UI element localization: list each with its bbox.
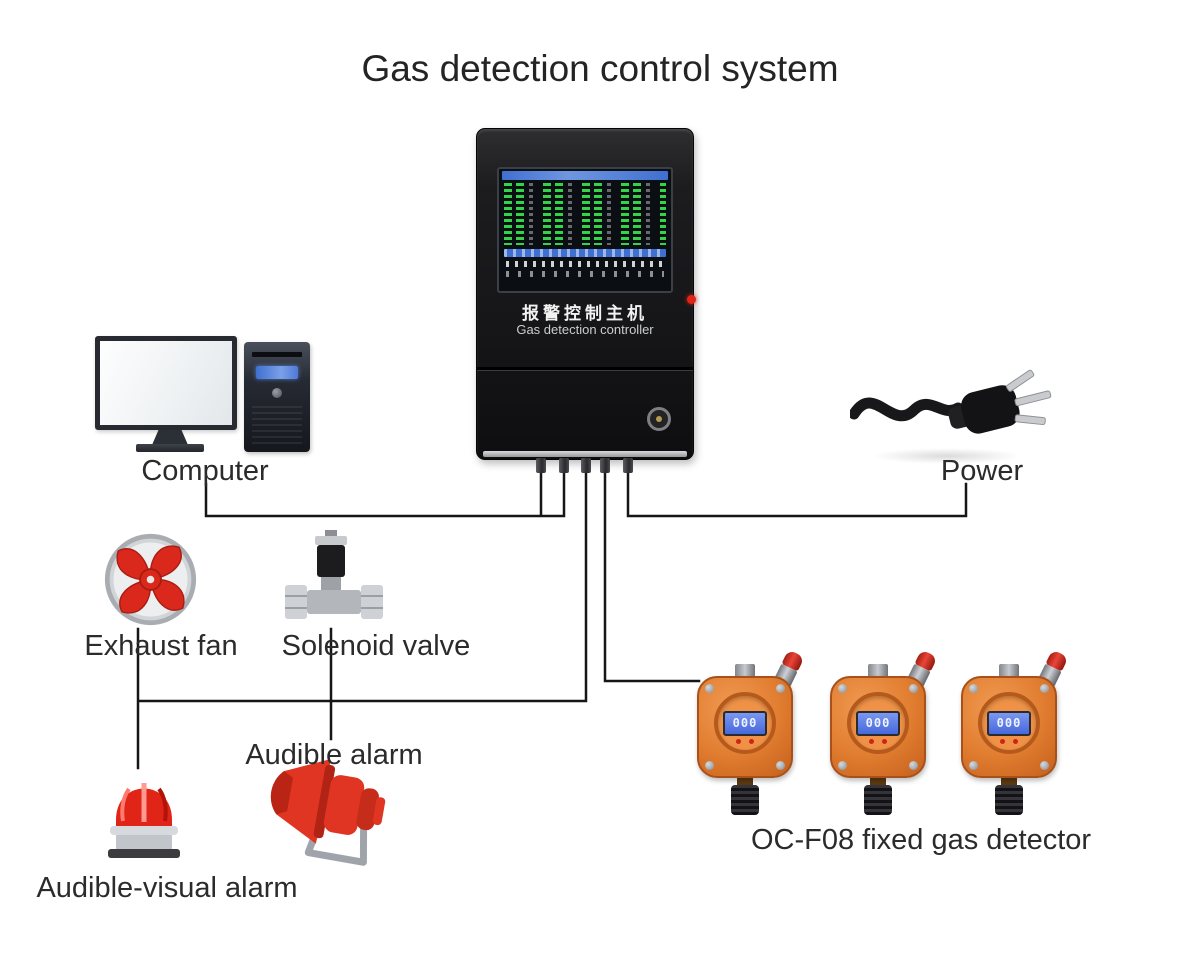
computer-label: Computer (141, 455, 269, 487)
screw-icon (969, 684, 978, 693)
detector-sensor-head (731, 785, 759, 815)
tower-power-button (272, 388, 282, 398)
detector-neck (870, 778, 886, 786)
screw-icon (776, 684, 785, 693)
detector-led (1013, 739, 1018, 744)
beacon-light-icon (108, 783, 180, 858)
detector-body: 000 (697, 676, 793, 778)
detector-led (736, 739, 741, 744)
audible-visual-alarm-label: Audible-visual alarm (36, 872, 298, 904)
screen-indicator-row (506, 271, 664, 277)
detector-lcd: 000 (987, 710, 1031, 736)
power-label: Power (940, 455, 1024, 487)
controller-screen (497, 167, 673, 293)
computer-tower (244, 342, 310, 452)
detector-led (749, 739, 754, 744)
gas-detector-1: 000 (697, 649, 805, 820)
detector-led (882, 739, 887, 744)
detector-conduit-fitting (868, 664, 888, 678)
tower-drive-slot (252, 352, 302, 357)
diagram-title: Gas detection control system (361, 48, 839, 89)
controller-door-seam (477, 367, 693, 371)
detector-face: 000 (714, 692, 776, 754)
screw-icon (1040, 761, 1049, 770)
screw-icon (969, 761, 978, 770)
controller-name-en: Gas detection controller (516, 322, 654, 337)
wire-detectors (603, 459, 701, 683)
audible-alarm-label: Audible alarm (245, 739, 423, 771)
wire-power (626, 459, 968, 518)
screen-header-bar (502, 171, 668, 180)
screen-level-bars (504, 183, 666, 245)
screw-icon (776, 761, 785, 770)
detector-led (869, 739, 874, 744)
detector-lcd: 000 (723, 710, 767, 736)
screen-status-strip (504, 249, 666, 257)
detector-led (1000, 739, 1005, 744)
controller-base-plate (483, 451, 687, 457)
computer-monitor (95, 336, 237, 430)
controller-cable-gland (559, 458, 569, 473)
gas-detector-2: 000 (830, 649, 938, 820)
detector-neck (737, 778, 753, 786)
screw-icon (838, 761, 847, 770)
controller-cable-gland (536, 458, 546, 473)
detector-sensor-head (864, 785, 892, 815)
monitor-stand (152, 430, 188, 445)
solenoid-valve-icon (285, 530, 383, 619)
horn-speaker-icon (270, 760, 386, 866)
tower-vents (252, 406, 302, 444)
detector-neck (1001, 778, 1017, 786)
controller-cable-gland (581, 458, 591, 473)
controller-cable-gland (600, 458, 610, 473)
detector-conduit-fitting (735, 664, 755, 678)
screw-icon (909, 684, 918, 693)
controller-alarm-led (687, 295, 696, 304)
screw-icon (1040, 684, 1049, 693)
screw-icon (838, 684, 847, 693)
screen-indicator-row (506, 261, 664, 267)
screw-icon (705, 761, 714, 770)
solenoid-valve-label: Solenoid valve (281, 630, 471, 662)
exhaust-fan-label: Exhaust fan (84, 630, 238, 662)
detector-body: 000 (961, 676, 1057, 778)
gas-detection-controller: 报警控制主机 Gas detection controller (476, 128, 696, 460)
gas-detector-3: 000 (961, 649, 1069, 820)
detector-face: 000 (978, 692, 1040, 754)
gas-detector-label: OC-F08 fixed gas detector (750, 824, 1092, 856)
controller-door-lock (647, 407, 671, 431)
detector-sensor-head (995, 785, 1023, 815)
exhaust-fan-icon (104, 533, 197, 626)
tower-display (256, 366, 298, 379)
detector-lcd: 000 (856, 710, 900, 736)
detector-face: 000 (847, 692, 909, 754)
monitor-base (136, 444, 204, 452)
power-plug-icon (850, 369, 1052, 434)
controller-cable-gland (623, 458, 633, 473)
controller-name-cn: 报警控制主机 (522, 304, 648, 323)
detector-conduit-fitting (999, 664, 1019, 678)
detector-body: 000 (830, 676, 926, 778)
screw-icon (705, 684, 714, 693)
screw-icon (909, 761, 918, 770)
